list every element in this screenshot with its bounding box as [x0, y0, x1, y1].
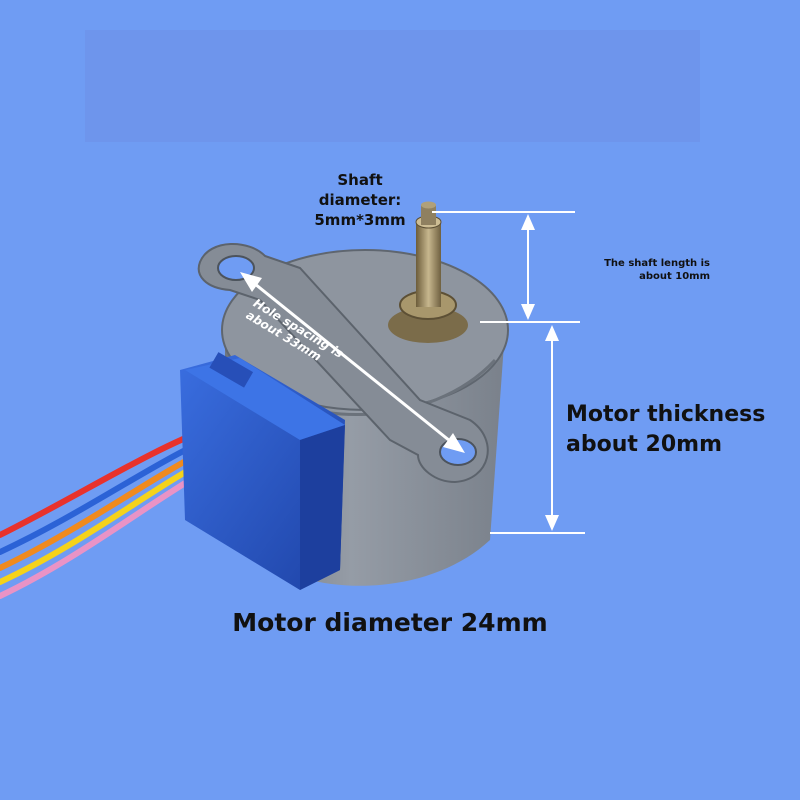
shaft-length-line-2: about 10mm: [639, 271, 710, 282]
shaft-diameter-label: Shaft diameter: 5mm*3mm: [300, 170, 420, 230]
hole-spacing-arrow: [240, 272, 465, 453]
motor-thickness-label: Motor thickness about 20mm: [566, 400, 796, 460]
shaft-diameter-line-2: diameter:: [318, 191, 402, 209]
dimension-lines: [432, 211, 585, 534]
background-banner: [85, 30, 700, 142]
motor-thickness-line-1: Motor thickness: [566, 402, 766, 427]
shaft-length-line-1: The shaft length is: [604, 258, 710, 269]
motor-shaft: [388, 201, 468, 343]
motor-diameter-label: Motor diameter 24mm: [232, 608, 548, 637]
shaft-length-label: The shaft length is about 10mm: [560, 257, 710, 283]
motor-thickness-line-2: about 20mm: [566, 432, 723, 457]
motor-wires: [0, 425, 213, 599]
shaft-diameter-line-3: 5mm*3mm: [314, 211, 406, 229]
wire-connector: [180, 352, 345, 590]
shaft-diameter-line-1: Shaft: [337, 171, 383, 189]
mounting-flange: [197, 243, 489, 484]
